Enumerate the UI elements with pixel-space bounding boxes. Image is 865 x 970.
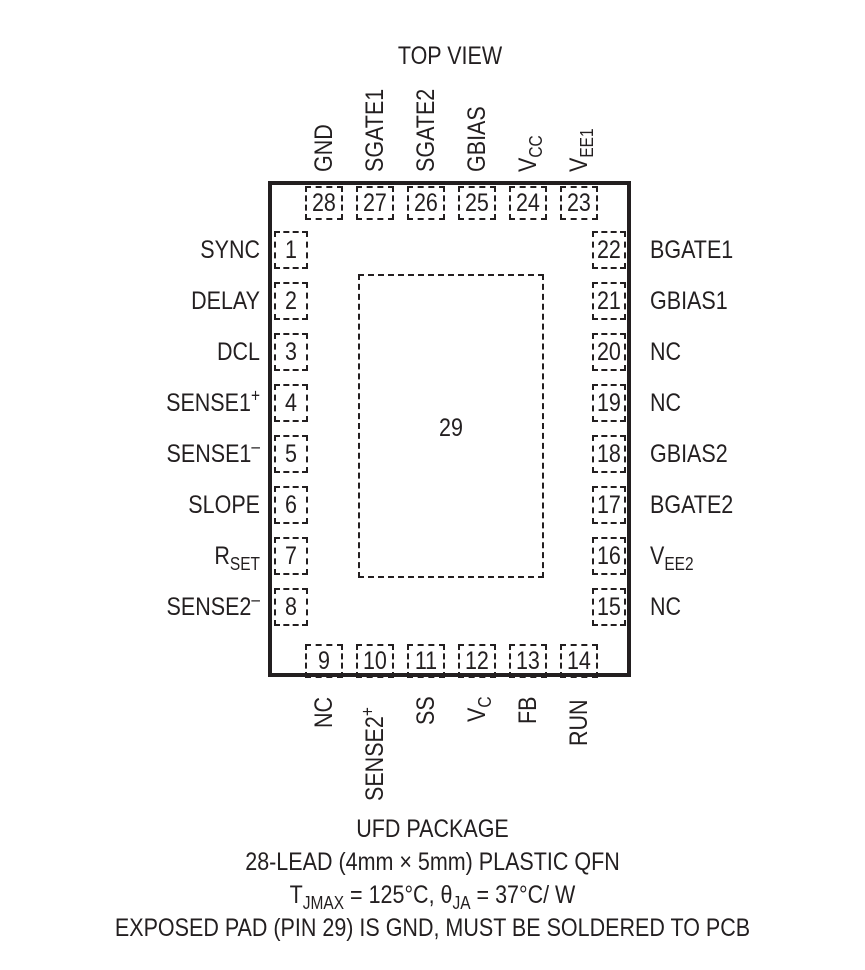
- pin-10: 10: [356, 644, 394, 678]
- pin-22: 22: [592, 231, 626, 269]
- pin-label-1: SYNC: [200, 236, 260, 264]
- pin-label-22: BGATE1: [650, 236, 734, 264]
- diagram-title: TOP VIEW: [397, 42, 503, 70]
- pin-17: 17: [592, 486, 626, 524]
- pin-13: 13: [509, 644, 547, 678]
- pin-label-24: VCC: [514, 135, 546, 172]
- pin-26: 26: [407, 186, 445, 220]
- footer-tjmax-value: = 125°C, θ: [344, 881, 453, 909]
- pin-18: 18: [592, 435, 626, 473]
- pin-28: 28: [305, 186, 343, 220]
- pin-8: 8: [274, 588, 308, 626]
- footer-exposed-pad-note: EXPOSED PAD (PIN 29) IS GND, MUST BE SOL…: [114, 914, 751, 942]
- footer-lead-count: 28-LEAD (4mm × 5mm) PLASTIC QFN: [245, 848, 620, 876]
- pin-label-26: SGATE2: [412, 88, 440, 172]
- footer-tjmax-t: T: [289, 881, 303, 909]
- footer-theta-value: = 37°C/ W: [470, 881, 576, 909]
- pin-label-28: GND: [310, 124, 338, 172]
- exposed-pad: [358, 274, 544, 578]
- footer-tjmax-sub: JMAX: [302, 893, 345, 913]
- pin-20: 20: [592, 333, 626, 371]
- pin-label-27: SGATE1: [361, 88, 389, 172]
- package-outline: [268, 181, 631, 677]
- footer-theta-sub: JA: [452, 893, 471, 913]
- pin-label-7: RSET: [214, 542, 260, 574]
- pin-label-25: GBIAS: [463, 106, 491, 172]
- pin-25: 25: [458, 186, 496, 220]
- pin-label-8: SENSE2–: [166, 589, 260, 621]
- pin-label-11: SS: [412, 696, 440, 726]
- footer-package-name: UFD PACKAGE: [356, 815, 509, 843]
- pin-label-20: NC: [650, 338, 682, 366]
- pin-14: 14: [560, 644, 598, 678]
- pin-15: 15: [592, 588, 626, 626]
- pin-label-18: GBIAS2: [650, 440, 728, 468]
- pin-label-17: BGATE2: [650, 491, 734, 519]
- pin-label-19: NC: [650, 389, 682, 417]
- pin-4: 4: [274, 384, 308, 422]
- pin-7: 7: [274, 537, 308, 575]
- footer-thermal: TJMAX = 125°C, θJA = 37°C/ W: [61, 881, 805, 912]
- pin-19: 19: [592, 384, 626, 422]
- pin-label-15: NC: [650, 593, 682, 621]
- pin-label-4: SENSE1+: [166, 385, 260, 417]
- pin-label-14: RUN: [565, 699, 593, 747]
- pin-label-6: SLOPE: [188, 491, 260, 519]
- pin-label-12: VC: [463, 696, 495, 722]
- pin-label-16: VEE2: [650, 542, 694, 574]
- pin-3: 3: [274, 333, 308, 371]
- pin-label-5: SENSE1–: [166, 436, 260, 468]
- pin-label-9: NC: [310, 697, 338, 729]
- pin-5: 5: [274, 435, 308, 473]
- pin-6: 6: [274, 486, 308, 524]
- pin-label-23: VEE1: [565, 128, 597, 172]
- pin-label-13: FB: [514, 696, 542, 724]
- pin-label-10: SENSE2+: [357, 707, 389, 802]
- pin-label-2: DELAY: [191, 287, 260, 315]
- pin-9: 9: [305, 644, 343, 678]
- pin-11: 11: [407, 644, 445, 678]
- exposed-pad-label: 29: [439, 414, 463, 442]
- pin-2: 2: [274, 282, 308, 320]
- pin-label-21: GBIAS1: [650, 287, 728, 315]
- pin-16: 16: [592, 537, 626, 575]
- pin-1: 1: [274, 231, 308, 269]
- pin-21: 21: [592, 282, 626, 320]
- pin-27: 27: [356, 186, 394, 220]
- pin-24: 24: [509, 186, 547, 220]
- pin-23: 23: [560, 186, 598, 220]
- pin-12: 12: [458, 644, 496, 678]
- pin-label-3: DCL: [216, 338, 260, 366]
